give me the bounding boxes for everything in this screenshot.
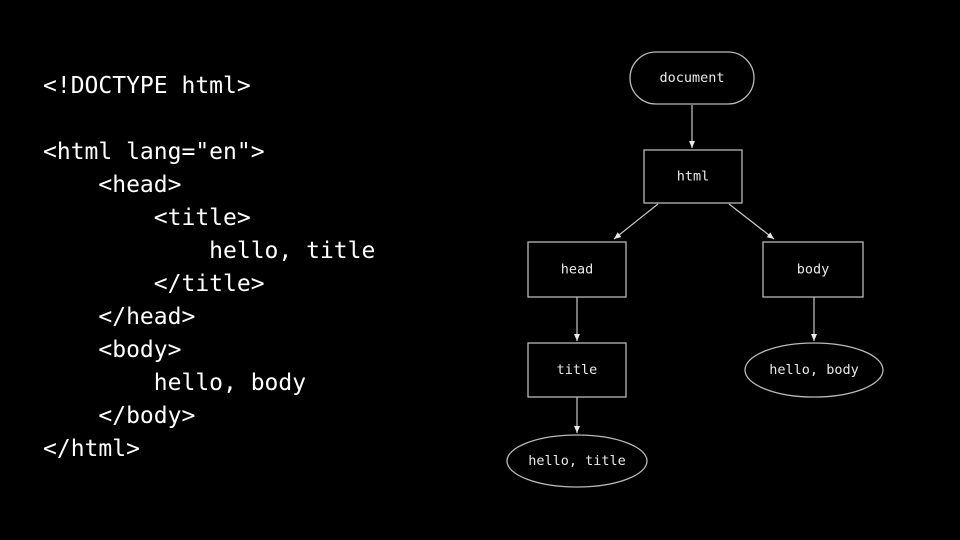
node-head-label: head [561,262,594,278]
node-title-shape [527,342,627,398]
node-document-shape [629,51,755,105]
edge-html-to-head [613,203,659,240]
html-source-code: <!DOCTYPE html> <html lang="en"> <head> … [43,73,376,462]
node-hello-title-shape [506,434,648,488]
node-document-label: document [659,70,724,86]
node-hello-title-label: hello, title [528,453,626,469]
diagram-edges [574,105,817,433]
node-hello-body-label: hello, body [769,362,858,378]
node-hello-body-shape [744,342,884,398]
node-body-label: body [797,262,830,278]
node-html-label: html [677,169,710,185]
node-body-shape [762,241,864,298]
node-head-shape [527,241,627,298]
node-title-label: title [557,362,598,378]
node-html-shape [643,149,743,204]
diagram-nodes: document html head body title hello, title hel… [506,51,884,488]
edge-html-to-body [728,203,775,240]
